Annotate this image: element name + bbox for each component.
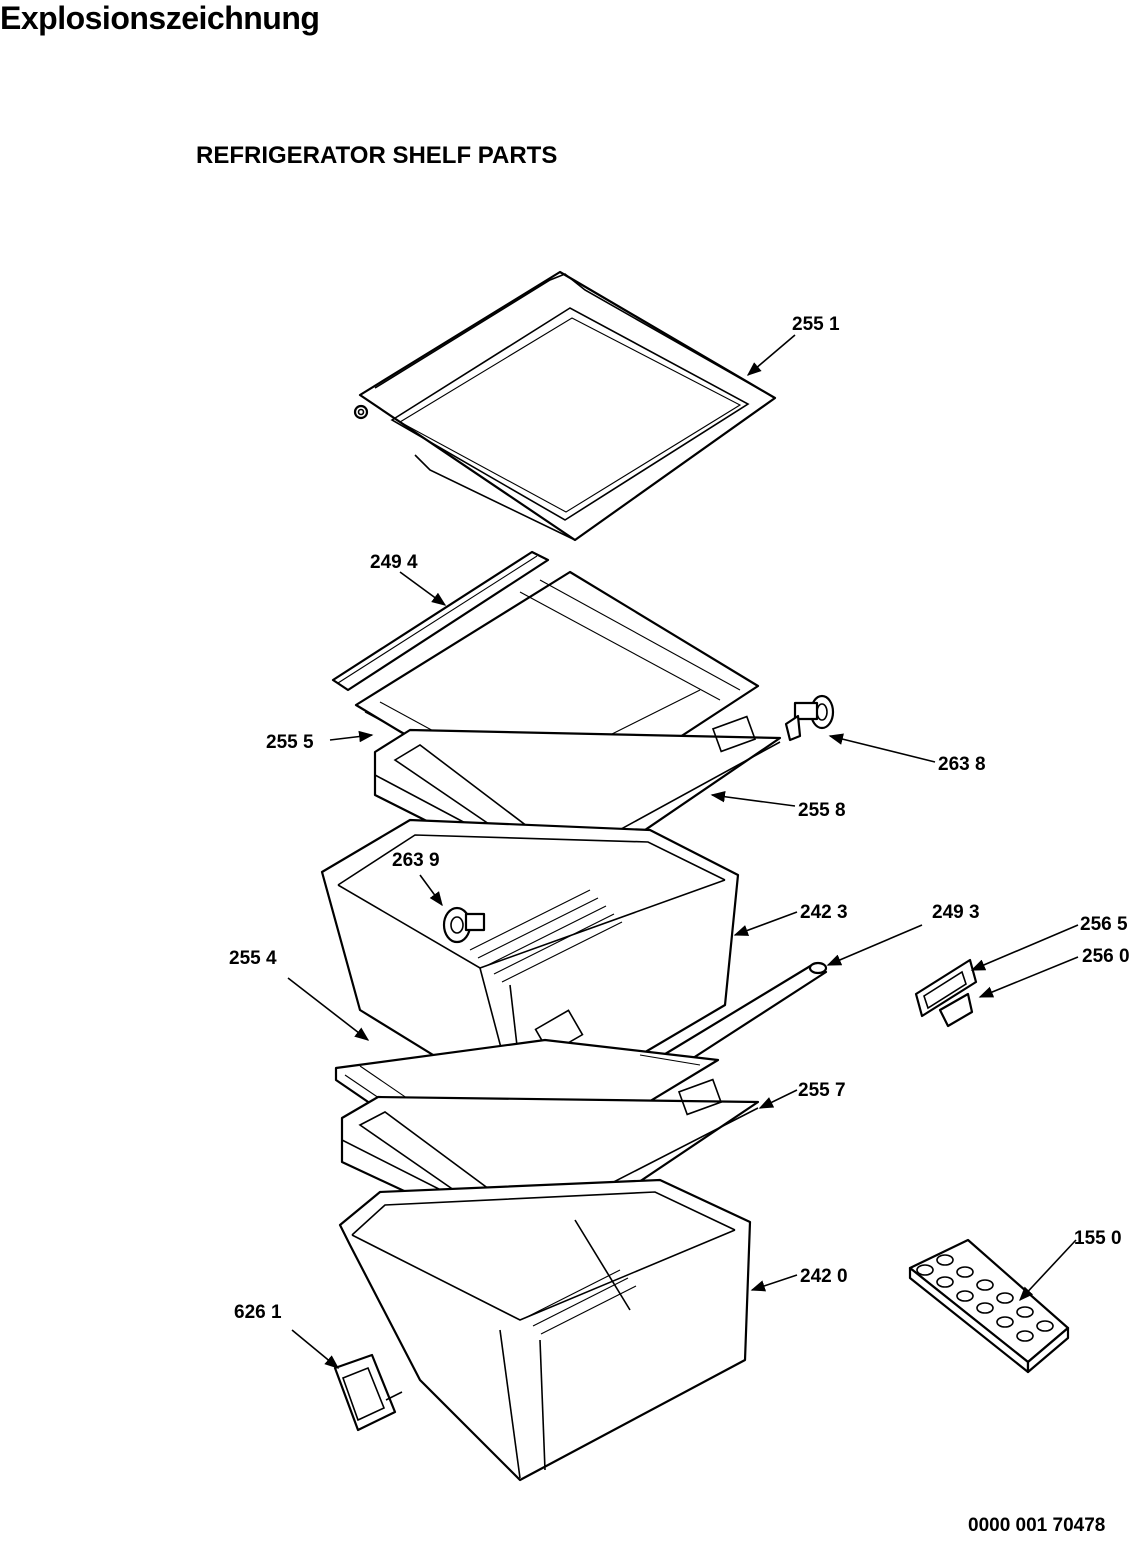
- callout-2555: 255 5: [266, 732, 314, 753]
- label-holder-6261: [333, 1353, 403, 1432]
- callout-2554: 255 4: [229, 948, 277, 969]
- roller-2638: [784, 694, 835, 742]
- callout-2423: 242 3: [800, 902, 848, 923]
- callout-2557: 255 7: [798, 1080, 846, 1101]
- clip-2565: [914, 958, 978, 1018]
- callout-2494: 249 4: [370, 552, 418, 573]
- clip-2560: [938, 992, 974, 1028]
- roller-2639: [442, 906, 486, 944]
- shelf-frame-2551: [353, 270, 777, 542]
- callout-2493: 249 3: [932, 902, 980, 923]
- callout-6261: 626 1: [234, 1302, 282, 1323]
- callout-2420: 242 0: [800, 1266, 848, 1287]
- crisper-drawer-2420: [338, 1178, 752, 1482]
- callout-2551: 255 1: [792, 314, 840, 335]
- egg-tray-1550: [908, 1238, 1070, 1374]
- callout-2565: 256 5: [1080, 914, 1128, 935]
- page-heading: Explosionszeichnung: [0, 0, 320, 36]
- callout-2558: 255 8: [798, 800, 846, 821]
- callout-2639: 263 9: [392, 850, 440, 871]
- leader-lines: [287, 334, 1079, 1369]
- trim-strip-2494: [331, 550, 550, 692]
- drawing-number: 0000 001 70478: [968, 1515, 1106, 1536]
- callout-2638: 263 8: [938, 754, 986, 775]
- callout-1550: 155 0: [1074, 1228, 1122, 1249]
- callout-2560: 256 0: [1082, 946, 1130, 967]
- diagram-title: REFRIGERATOR SHELF PARTS: [196, 142, 558, 169]
